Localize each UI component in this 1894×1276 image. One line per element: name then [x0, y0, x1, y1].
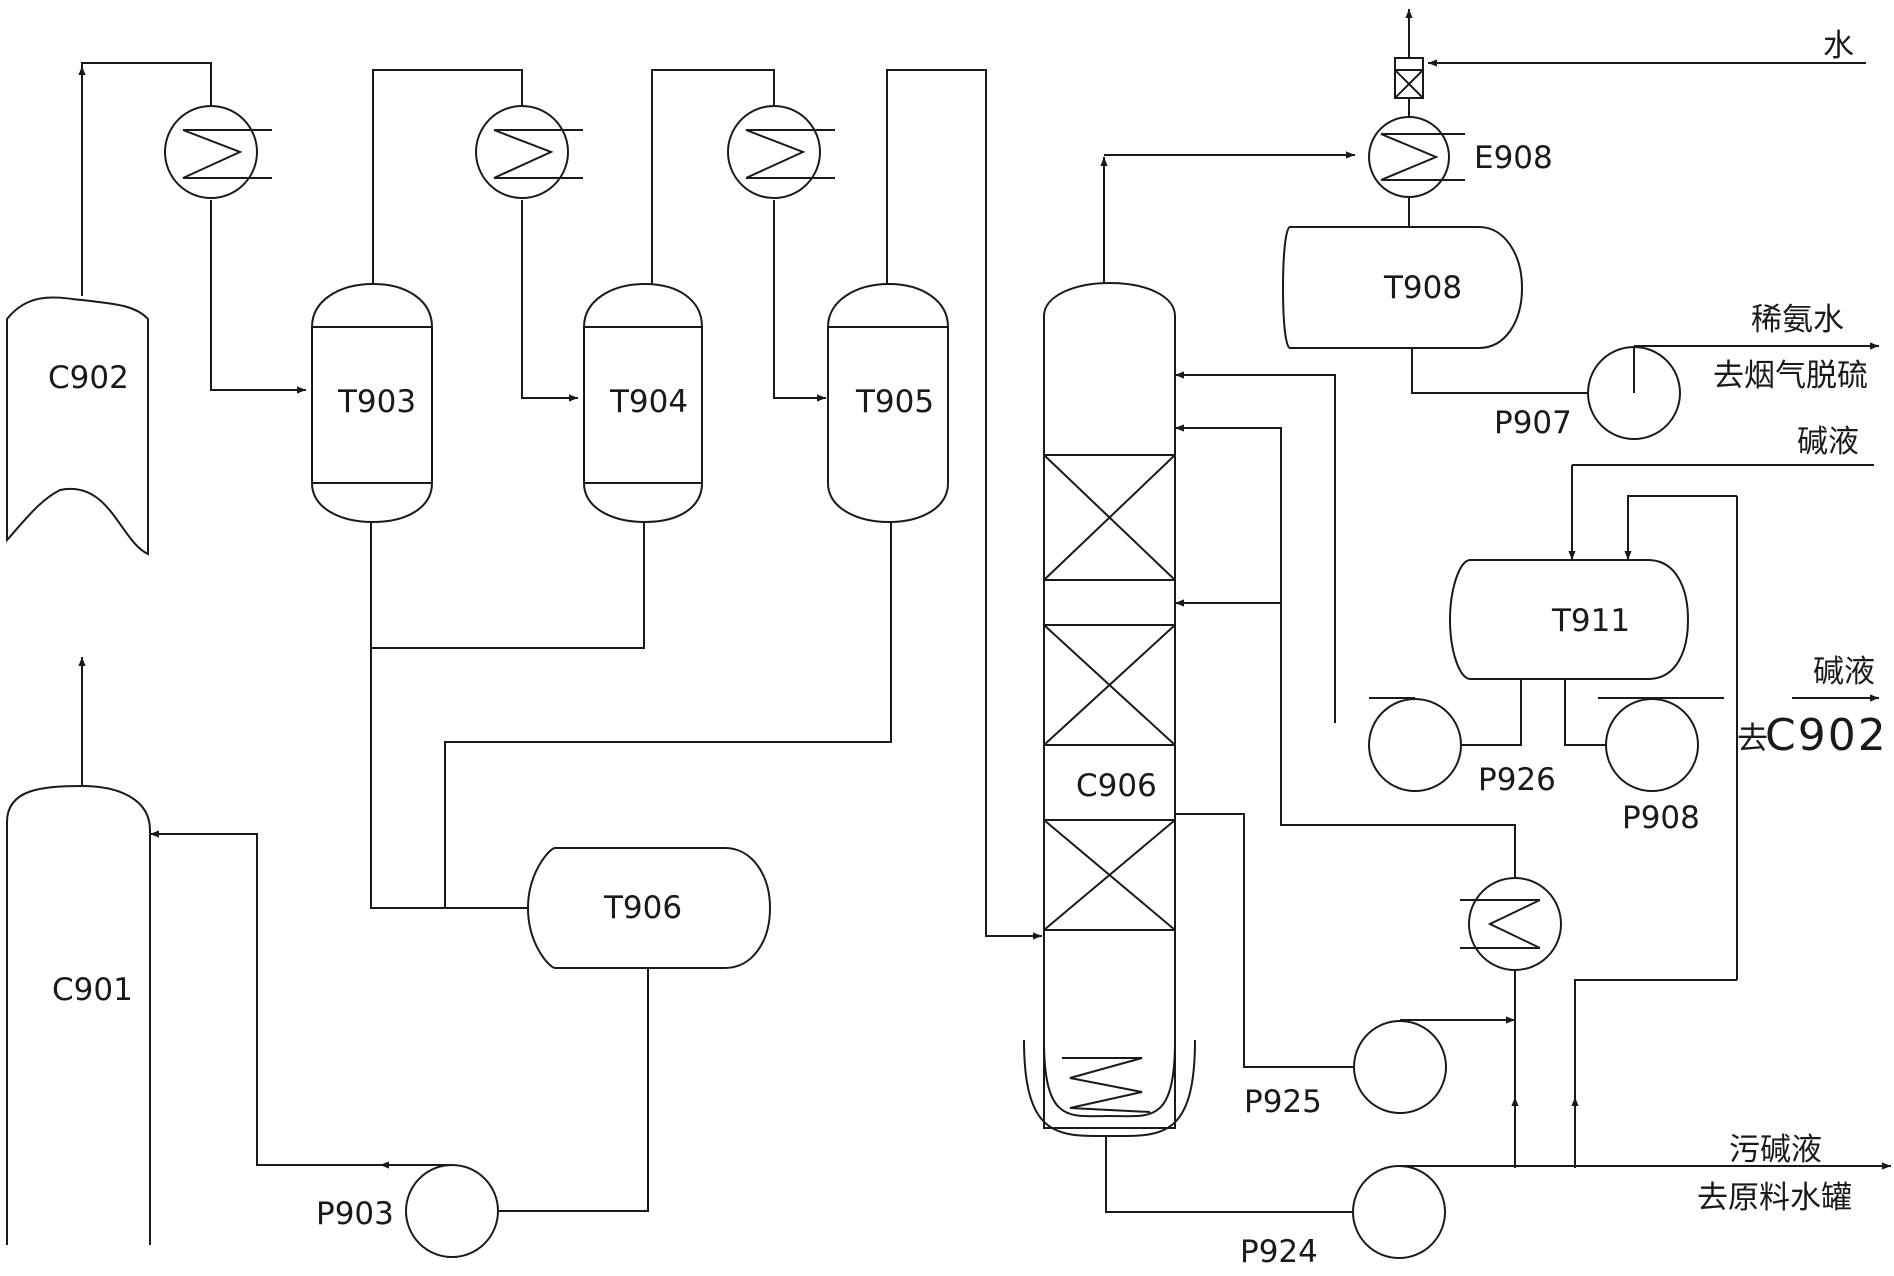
- exchanger-e908: [1368, 116, 1465, 198]
- t903-overhead-line: [372, 69, 523, 284]
- label-to-prefix: 去: [1737, 721, 1768, 757]
- p903-to-c901-line: [150, 830, 407, 1166]
- t911-recycle-bottom: [1574, 979, 1737, 1168]
- condenser-3: [727, 105, 835, 199]
- label-to-c902: C902: [1765, 710, 1888, 761]
- label-p925: P925: [1244, 1084, 1322, 1120]
- label-c906: C906: [1076, 768, 1157, 804]
- label-waste-alkali: 污碱液: [1729, 1132, 1822, 1168]
- label-e908: E908: [1474, 140, 1553, 176]
- t905-bottoms-line: [444, 521, 892, 908]
- label-to-flue-gas-desulfurization: 去烟气脱硫: [1713, 358, 1868, 394]
- vessel-t906: [526, 847, 772, 969]
- vessel-t903: [311, 282, 433, 524]
- label-p907: P907: [1494, 405, 1572, 441]
- t911-recycle-in: [1624, 495, 1737, 560]
- label-p908: P908: [1622, 800, 1700, 836]
- vent-valve: [1394, 57, 1424, 99]
- column-c906: [1023, 281, 1196, 1138]
- condenser-2: [475, 105, 583, 199]
- c906-sidedraw-to-p925: [1175, 813, 1400, 1071]
- pump-p908: [1598, 697, 1699, 792]
- pump-p924: [1352, 1165, 1446, 1259]
- cooler-return-line: [1280, 603, 1516, 878]
- label-t908: T908: [1383, 270, 1462, 306]
- condensate-to-t903: [210, 200, 306, 394]
- label-c902: C902: [48, 360, 129, 396]
- label-dilute-ammonia: 稀氨水: [1751, 302, 1844, 338]
- reflux-upper-line: [1175, 371, 1336, 723]
- pump-p907: [1587, 346, 1681, 440]
- vessel-t905: [827, 282, 949, 524]
- t904-bottoms-line: [371, 521, 645, 649]
- piping: [78, 9, 1891, 1216]
- cooler: [1460, 877, 1562, 971]
- vessel-t904: [583, 282, 703, 524]
- pump-p925: [1353, 1019, 1447, 1114]
- pump-p926: [1368, 697, 1462, 792]
- vessel-t908: [1281, 226, 1524, 349]
- reflux-middle-top-line: [1175, 424, 1282, 603]
- label-p926: P926: [1478, 762, 1556, 798]
- column-c901: [6, 784, 151, 1245]
- label-t904: T904: [609, 384, 688, 420]
- t905-vapor-to-c906: [886, 69, 1042, 940]
- c902-overhead-line: [81, 62, 212, 296]
- label-to-raw-water-tank: 去原料水罐: [1697, 1180, 1852, 1216]
- label-water: 水: [1823, 28, 1854, 64]
- label-t905: T905: [855, 384, 934, 420]
- c906-bottoms-to-p924: [1105, 1135, 1398, 1216]
- t903-bottoms-line: [370, 521, 528, 909]
- pump-p903: [405, 1164, 499, 1258]
- label-t906: T906: [603, 890, 682, 926]
- label-p903: P903: [316, 1196, 394, 1232]
- t904-overhead-line: [651, 69, 775, 284]
- column-c902: [6, 296, 149, 556]
- t908-to-p907-line: [1411, 348, 1636, 397]
- condensate-to-t904: [521, 200, 578, 402]
- label-t911: T911: [1551, 603, 1630, 639]
- condensate-to-t905: [773, 200, 826, 402]
- label-p924: P924: [1240, 1234, 1318, 1270]
- vessel-t911: [1448, 559, 1690, 680]
- label-c901: C901: [52, 972, 133, 1008]
- label-alkali-out: 碱液: [1813, 654, 1875, 690]
- label-alkali-in: 碱液: [1797, 424, 1859, 460]
- label-t903: T903: [337, 384, 416, 420]
- t906-to-p903-line: [464, 968, 649, 1215]
- condenser-1: [164, 105, 272, 199]
